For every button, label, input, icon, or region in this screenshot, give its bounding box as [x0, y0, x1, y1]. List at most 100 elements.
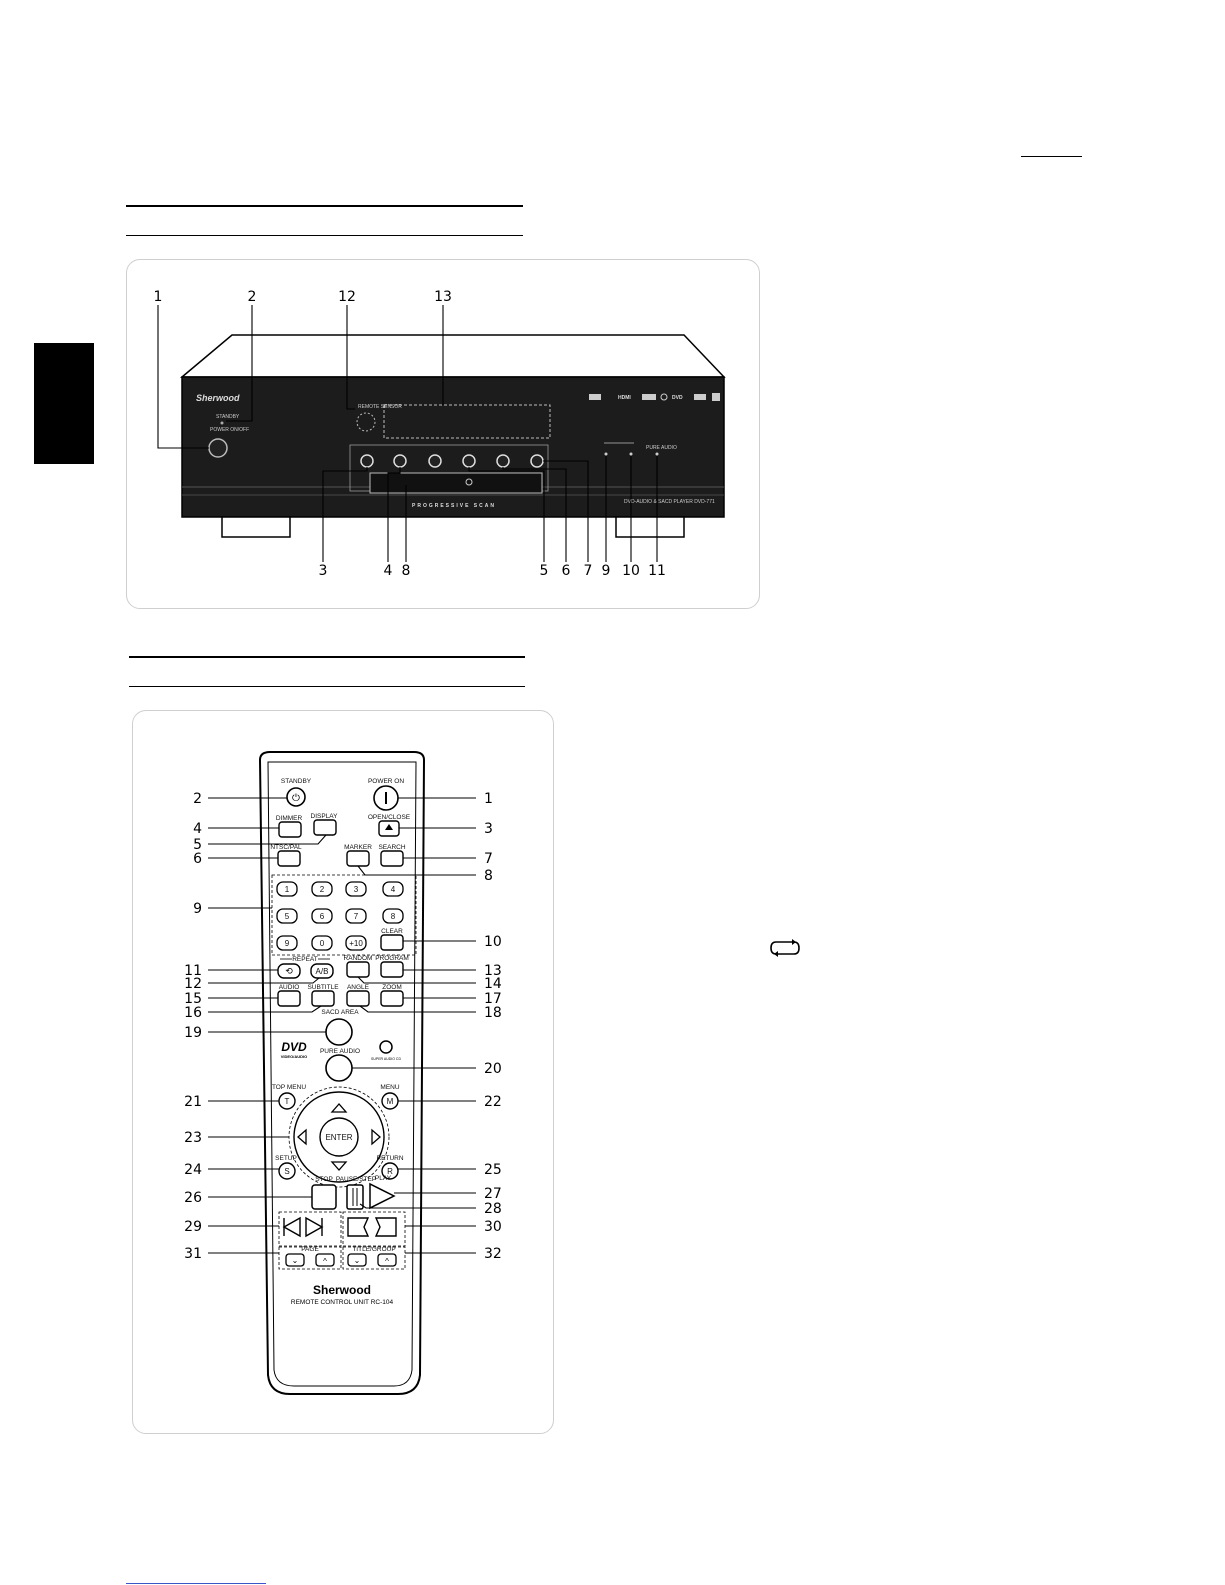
- display-label: DISPLAY: [311, 813, 339, 820]
- pure-audio-label: PURE AUDIO: [320, 1048, 360, 1055]
- num-button-4[interactable]: [382, 881, 404, 897]
- callout-bottom-5: 5: [540, 563, 549, 579]
- fast-forward-button[interactable]: [305, 1216, 324, 1238]
- indicator-led-9: [604, 452, 608, 456]
- callout-top-12: 12: [338, 289, 356, 305]
- dimmer-button[interactable]: [278, 821, 302, 838]
- return-button[interactable]: [381, 1162, 399, 1180]
- return-r: R: [387, 1167, 393, 1176]
- indicator-led-10: [629, 452, 633, 456]
- random-button[interactable]: [346, 961, 370, 978]
- pause-step-button[interactable]: [346, 1184, 364, 1210]
- num-label-4: 4: [391, 885, 396, 894]
- callout-left-2: 2: [193, 791, 202, 807]
- skip-next-button[interactable]: [374, 1217, 397, 1237]
- audio-button[interactable]: [277, 990, 301, 1007]
- zoom-button[interactable]: [380, 990, 404, 1007]
- pause-button[interactable]: [462, 454, 476, 468]
- play-button[interactable]: [369, 1182, 396, 1210]
- sacd-area-button[interactable]: [325, 1018, 353, 1046]
- dvd-logo: DVD: [281, 1040, 307, 1054]
- sacd-logo-sub: SUPER AUDIO CD: [371, 1057, 401, 1061]
- repeat-symbol-icon: [770, 939, 800, 957]
- marker-button[interactable]: [346, 850, 370, 867]
- player-front-face: [181, 376, 725, 518]
- num-button-6[interactable]: [311, 908, 333, 924]
- callout-right-10: 10: [484, 934, 502, 950]
- remote-control-diagram: STANDBY ⏻ POWER ON DIMMER DISPLAY OPEN/C…: [184, 751, 502, 1395]
- stop-button[interactable]: [311, 1184, 337, 1210]
- callout-right-1: 1: [484, 791, 493, 807]
- standby-led: [220, 421, 224, 425]
- power-button[interactable]: [208, 438, 228, 458]
- pure-audio-led: [655, 452, 659, 456]
- clear-button[interactable]: [380, 934, 404, 951]
- skip-prev-button[interactable]: [347, 1217, 370, 1237]
- disc-tray: [369, 472, 543, 494]
- num-button-plus10[interactable]: [345, 935, 367, 951]
- callout-right-13: 13: [484, 963, 502, 979]
- callout-bottom-4: 4: [384, 563, 393, 579]
- callout-left-21: 21: [184, 1094, 202, 1110]
- dpad-up-arrow-icon[interactable]: [330, 1103, 348, 1113]
- callout-top-2: 2: [248, 289, 257, 305]
- dpad-left-arrow-icon[interactable]: [297, 1128, 307, 1146]
- scan-group: [278, 1211, 342, 1247]
- num-button-8[interactable]: [382, 908, 404, 924]
- hdmi-logo: HDMI: [618, 395, 631, 401]
- num-button-3[interactable]: [345, 881, 367, 897]
- ntsc-pal-button[interactable]: [277, 850, 301, 867]
- standby-button[interactable]: [286, 787, 306, 807]
- page-group: [278, 1246, 342, 1270]
- page-up-button[interactable]: [315, 1253, 335, 1267]
- num-button-7[interactable]: [345, 908, 367, 924]
- angle-button[interactable]: [346, 990, 370, 1007]
- ab-button[interactable]: [310, 963, 334, 979]
- dpad-right-arrow-icon[interactable]: [371, 1128, 381, 1146]
- search-label: SEARCH: [378, 844, 405, 851]
- sacd-logo-icon: [379, 1040, 393, 1054]
- dpad-down-arrow-icon[interactable]: [330, 1161, 348, 1171]
- callout-right-30: 30: [484, 1219, 502, 1235]
- fast-reverse-button[interactable]: [282, 1216, 301, 1238]
- num-button-5[interactable]: [276, 908, 298, 924]
- callout-right-27: 27: [484, 1186, 502, 1202]
- prev-button[interactable]: [360, 454, 374, 468]
- setup-button[interactable]: [278, 1162, 296, 1180]
- dimmer-label: DIMMER: [276, 815, 303, 822]
- ab-label: A/B: [316, 967, 329, 976]
- num-button-2[interactable]: [311, 881, 333, 897]
- callout-bottom-11: 11: [648, 563, 666, 579]
- page-down-button[interactable]: [285, 1253, 305, 1267]
- title-up-button[interactable]: [377, 1253, 397, 1267]
- open-close-button[interactable]: [530, 454, 544, 468]
- num-button-0[interactable]: [311, 935, 333, 951]
- setup-label: SETUP: [275, 1155, 297, 1162]
- next-button[interactable]: [393, 454, 407, 468]
- callout-bottom-7: 7: [584, 563, 593, 579]
- language-side-tab: [34, 343, 94, 464]
- sacd-area-label: SACD AREA: [321, 1009, 359, 1016]
- num-label-plus10: +10: [349, 939, 363, 948]
- menu-m: M: [387, 1097, 394, 1106]
- stop-label: STOP: [315, 1176, 333, 1183]
- repeat-icon: ⟲: [285, 966, 293, 976]
- num-button-1[interactable]: [276, 881, 298, 897]
- player-brand-logo: Sherwood: [196, 393, 240, 403]
- title-down-button[interactable]: [347, 1253, 367, 1267]
- callout-right-32: 32: [484, 1246, 502, 1262]
- num-button-9[interactable]: [276, 935, 298, 951]
- pure-audio-button[interactable]: [325, 1054, 353, 1082]
- power-standby-icon: ⏻: [292, 793, 300, 804]
- standby-indicator-label: STANDBY: [216, 414, 240, 420]
- stop-button[interactable]: [428, 454, 442, 468]
- subtitle-button[interactable]: [311, 990, 335, 1007]
- program-button[interactable]: [380, 961, 404, 978]
- power-on-label: POWER ON: [368, 778, 404, 785]
- repeat-button[interactable]: [277, 963, 301, 979]
- play-button[interactable]: [496, 454, 510, 468]
- display-button[interactable]: [313, 819, 337, 836]
- enter-button[interactable]: [319, 1117, 359, 1157]
- section1-rule-top: [126, 205, 523, 207]
- search-button[interactable]: [380, 850, 404, 867]
